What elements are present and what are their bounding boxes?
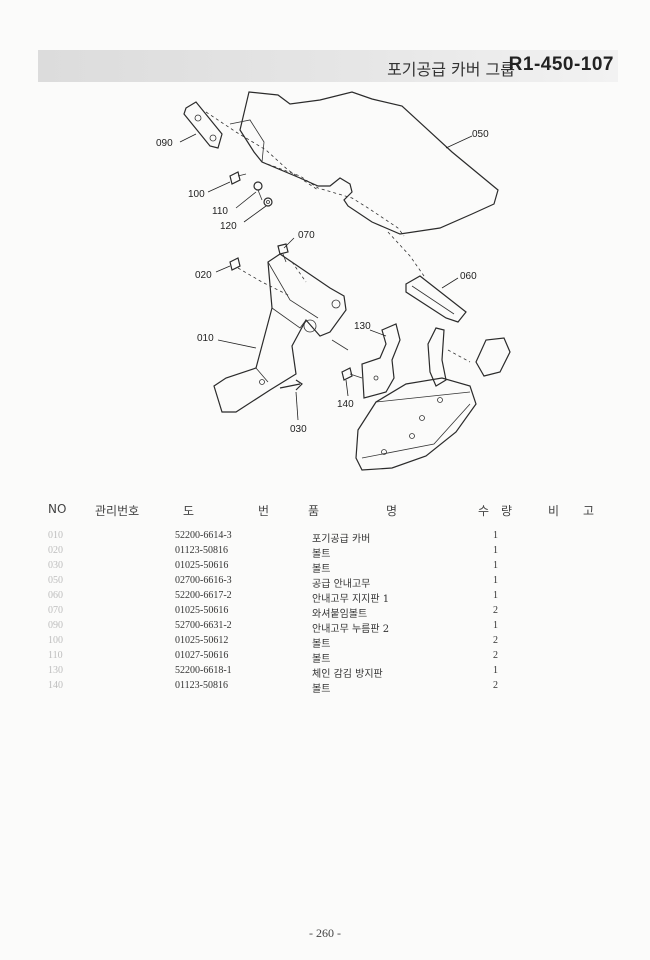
row-no: 140 — [48, 680, 63, 691]
part-130-anti-wrap-plate — [361, 323, 401, 399]
row-no: 050 — [48, 575, 63, 586]
row-quantity: 1 — [493, 545, 498, 556]
callout-130: 130 — [354, 321, 371, 332]
row-no: 090 — [48, 620, 63, 631]
bolt-070 — [277, 243, 289, 263]
row-quantity: 2 — [493, 605, 498, 616]
row-part-name: 체인 감김 방지판 — [312, 669, 383, 680]
table-row: 020 01123-50816 볼트 1 — [0, 545, 650, 560]
row-drawing-number: 52200-6614-3 — [175, 530, 232, 541]
header-remark-1: 비 — [548, 504, 560, 518]
row-drawing-number: 01027-50616 — [175, 650, 229, 661]
row-part-name: 공급 안내고무 — [312, 579, 371, 590]
exploded-parts-diagram: 090 050 100 110 120 070 020 060 010 130 … — [156, 91, 511, 471]
row-part-name: 볼트 — [312, 564, 331, 575]
row-drawing-number: 01123-50816 — [175, 545, 228, 556]
row-quantity: 1 — [493, 620, 498, 631]
header-name-2: 명 — [386, 504, 398, 518]
table-row: 070 01025-50616 와셔붙임볼트 2 — [0, 605, 650, 620]
table-row: 100 01025-50612 볼트 2 — [0, 635, 650, 650]
row-no: 010 — [48, 530, 63, 541]
row-quantity: 2 — [493, 650, 498, 661]
row-no: 100 — [48, 635, 63, 646]
callout-120: 120 — [220, 221, 237, 232]
row-part-name: 볼트 — [312, 549, 331, 560]
header-qty-2: 량 — [501, 504, 513, 518]
row-no: 030 — [48, 560, 63, 571]
header-band — [38, 50, 618, 82]
row-quantity: 1 — [493, 665, 498, 676]
row-no: 130 — [48, 665, 63, 676]
table-row: 030 01025-50616 볼트 1 — [0, 560, 650, 575]
callout-110: 110 — [212, 206, 228, 217]
lower-feed-plate — [355, 327, 511, 471]
callout-050: 050 — [472, 129, 489, 140]
callout-070: 070 — [298, 230, 315, 241]
header-drawing-2: 번 — [258, 504, 270, 518]
row-no: 020 — [48, 545, 63, 556]
bolt-110 — [253, 181, 263, 201]
row-drawing-number: 52200-6618-1 — [175, 665, 232, 676]
callout-020: 020 — [195, 270, 212, 281]
page-title: 포기공급 카버 그룹 — [387, 60, 515, 79]
header-drawing-1: 도 — [183, 504, 195, 518]
row-part-name: 볼트 — [312, 654, 331, 665]
row-part-name: 포기공급 카버 — [312, 534, 371, 545]
row-quantity: 2 — [493, 680, 498, 691]
part-050-guide-rubber — [239, 91, 499, 235]
part-090-retainer-plate — [183, 101, 223, 149]
table-row: 050 02700-6616-3 공급 안내고무 1 — [0, 575, 650, 590]
bolt-140 — [341, 367, 363, 381]
row-no: 070 — [48, 605, 63, 616]
callout-140: 140 — [337, 399, 354, 410]
row-part-name: 볼트 — [312, 684, 331, 695]
row-part-name: 볼트 — [312, 639, 331, 650]
row-drawing-number: 01025-50616 — [175, 605, 229, 616]
callout-100: 100 — [188, 189, 205, 200]
callout-060: 060 — [460, 271, 477, 282]
part-060-support-plate — [405, 275, 467, 323]
part-010-feed-cover — [213, 253, 347, 413]
table-row: 010 52200-6614-3 포기공급 카버 1 — [0, 530, 650, 545]
row-quantity: 1 — [493, 590, 498, 601]
row-quantity: 1 — [493, 530, 498, 541]
table-row: 130 52200-6618-1 체인 감김 방지판 1 — [0, 665, 650, 680]
row-no: 110 — [48, 650, 63, 661]
washer-120 — [263, 197, 273, 207]
bolt-030 — [279, 379, 303, 391]
group-code: R1-450-107 — [508, 54, 614, 75]
row-drawing-number: 01025-50612 — [175, 635, 229, 646]
table-row: 140 01123-50816 볼트 2 — [0, 680, 650, 695]
header-no: NO — [48, 502, 67, 516]
bolt-020 — [229, 257, 241, 271]
row-drawing-number: 01025-50616 — [175, 560, 229, 571]
row-drawing-number: 52200-6617-2 — [175, 590, 232, 601]
row-quantity: 1 — [493, 560, 498, 571]
row-quantity: 1 — [493, 575, 498, 586]
callout-090: 090 — [156, 138, 173, 149]
callout-030: 030 — [290, 424, 307, 435]
row-no: 060 — [48, 590, 63, 601]
header-mgmt-number: 관리번호 — [95, 504, 140, 518]
row-drawing-number: 52700-6631-2 — [175, 620, 232, 631]
table-row: 090 52700-6631-2 안내고무 누름판 2 1 — [0, 620, 650, 635]
row-quantity: 2 — [493, 635, 498, 646]
header-qty-1: 수 — [478, 504, 490, 518]
row-part-name: 안내고무 지지판 1 — [312, 594, 390, 605]
header-remark-2: 고 — [583, 504, 595, 518]
row-drawing-number: 02700-6616-3 — [175, 575, 232, 586]
page-number: - 260 - — [309, 926, 341, 940]
row-part-name: 안내고무 누름판 2 — [312, 624, 390, 635]
callout-010: 010 — [197, 333, 214, 344]
table-row: 060 52200-6617-2 안내고무 지지판 1 1 — [0, 590, 650, 605]
table-row: 110 01027-50616 볼트 2 — [0, 650, 650, 665]
bolt-100 — [229, 171, 247, 185]
header-name-1: 품 — [308, 504, 320, 518]
row-part-name: 와셔붙임볼트 — [312, 609, 368, 620]
row-drawing-number: 01123-50816 — [175, 680, 228, 691]
